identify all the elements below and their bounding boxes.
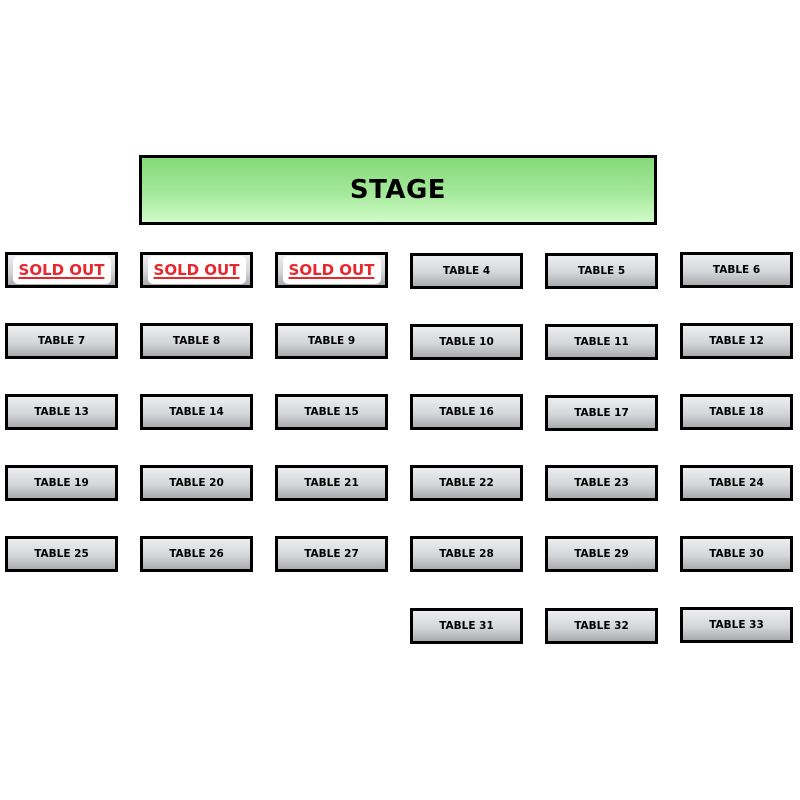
table-label: TABLE 11 (574, 336, 629, 348)
table-label: TABLE 31 (439, 620, 494, 632)
table-21[interactable]: TABLE 21 (275, 465, 388, 501)
sold-out-badge: SOLD OUT (12, 256, 111, 284)
sold-out-label: SOLD OUT (18, 261, 105, 279)
table-label: TABLE 33 (709, 619, 764, 631)
table-28[interactable]: TABLE 28 (410, 536, 523, 572)
table-22[interactable]: TABLE 22 (410, 465, 523, 501)
table-label: TABLE 26 (169, 548, 224, 560)
table-10[interactable]: TABLE 10 (410, 324, 523, 360)
table-label: TABLE 28 (439, 548, 494, 560)
table-3: SOLD OUT (275, 252, 388, 288)
table-33[interactable]: TABLE 33 (680, 607, 793, 643)
table-19[interactable]: TABLE 19 (5, 465, 118, 501)
table-12[interactable]: TABLE 12 (680, 323, 793, 359)
table-26[interactable]: TABLE 26 (140, 536, 253, 572)
table-label: TABLE 30 (709, 548, 764, 560)
table-label: TABLE 15 (304, 406, 359, 418)
table-label: TABLE 7 (37, 335, 86, 347)
table-label: TABLE 13 (34, 406, 89, 418)
stage: STAGE (139, 155, 657, 225)
table-27[interactable]: TABLE 27 (275, 536, 388, 572)
table-8[interactable]: TABLE 8 (140, 323, 253, 359)
table-label: TABLE 23 (574, 477, 629, 489)
table-label: TABLE 17 (574, 407, 629, 419)
table-label: TABLE 12 (709, 335, 764, 347)
table-5[interactable]: TABLE 5 (545, 253, 658, 289)
table-label: TABLE 32 (574, 620, 629, 632)
table-18[interactable]: TABLE 18 (680, 394, 793, 430)
table-6[interactable]: TABLE 6 (680, 252, 793, 288)
table-label: TABLE 18 (709, 406, 764, 418)
table-label: TABLE 21 (304, 477, 359, 489)
table-30[interactable]: TABLE 30 (680, 536, 793, 572)
table-11[interactable]: TABLE 11 (545, 324, 658, 360)
table-label: TABLE 29 (574, 548, 629, 560)
table-4[interactable]: TABLE 4 (410, 253, 523, 289)
sold-out-badge: SOLD OUT (282, 256, 381, 284)
table-label: TABLE 4 (442, 265, 491, 277)
table-label: TABLE 5 (577, 265, 626, 277)
table-label: TABLE 19 (34, 477, 89, 489)
table-label: TABLE 16 (439, 406, 494, 418)
table-label: TABLE 8 (172, 335, 221, 347)
table-label: TABLE 27 (304, 548, 359, 560)
table-15[interactable]: TABLE 15 (275, 394, 388, 430)
table-7[interactable]: TABLE 7 (5, 323, 118, 359)
table-1: SOLD OUT (5, 252, 118, 288)
table-label: TABLE 14 (169, 406, 224, 418)
table-label: TABLE 20 (169, 477, 224, 489)
table-24[interactable]: TABLE 24 (680, 465, 793, 501)
stage-label: STAGE (349, 175, 447, 205)
table-32[interactable]: TABLE 32 (545, 608, 658, 644)
table-31[interactable]: TABLE 31 (410, 608, 523, 644)
table-label: TABLE 25 (34, 548, 89, 560)
table-13[interactable]: TABLE 13 (5, 394, 118, 430)
table-14[interactable]: TABLE 14 (140, 394, 253, 430)
table-16[interactable]: TABLE 16 (410, 394, 523, 430)
table-25[interactable]: TABLE 25 (5, 536, 118, 572)
table-label: TABLE 9 (307, 335, 356, 347)
table-23[interactable]: TABLE 23 (545, 465, 658, 501)
table-2: SOLD OUT (140, 252, 253, 288)
table-20[interactable]: TABLE 20 (140, 465, 253, 501)
table-label: TABLE 24 (709, 477, 764, 489)
table-label: TABLE 6 (712, 264, 761, 276)
table-9[interactable]: TABLE 9 (275, 323, 388, 359)
table-label: TABLE 10 (439, 336, 494, 348)
sold-out-badge: SOLD OUT (147, 256, 246, 284)
sold-out-label: SOLD OUT (288, 261, 375, 279)
table-17[interactable]: TABLE 17 (545, 395, 658, 431)
table-label: TABLE 22 (439, 477, 494, 489)
table-29[interactable]: TABLE 29 (545, 536, 658, 572)
sold-out-label: SOLD OUT (153, 261, 240, 279)
